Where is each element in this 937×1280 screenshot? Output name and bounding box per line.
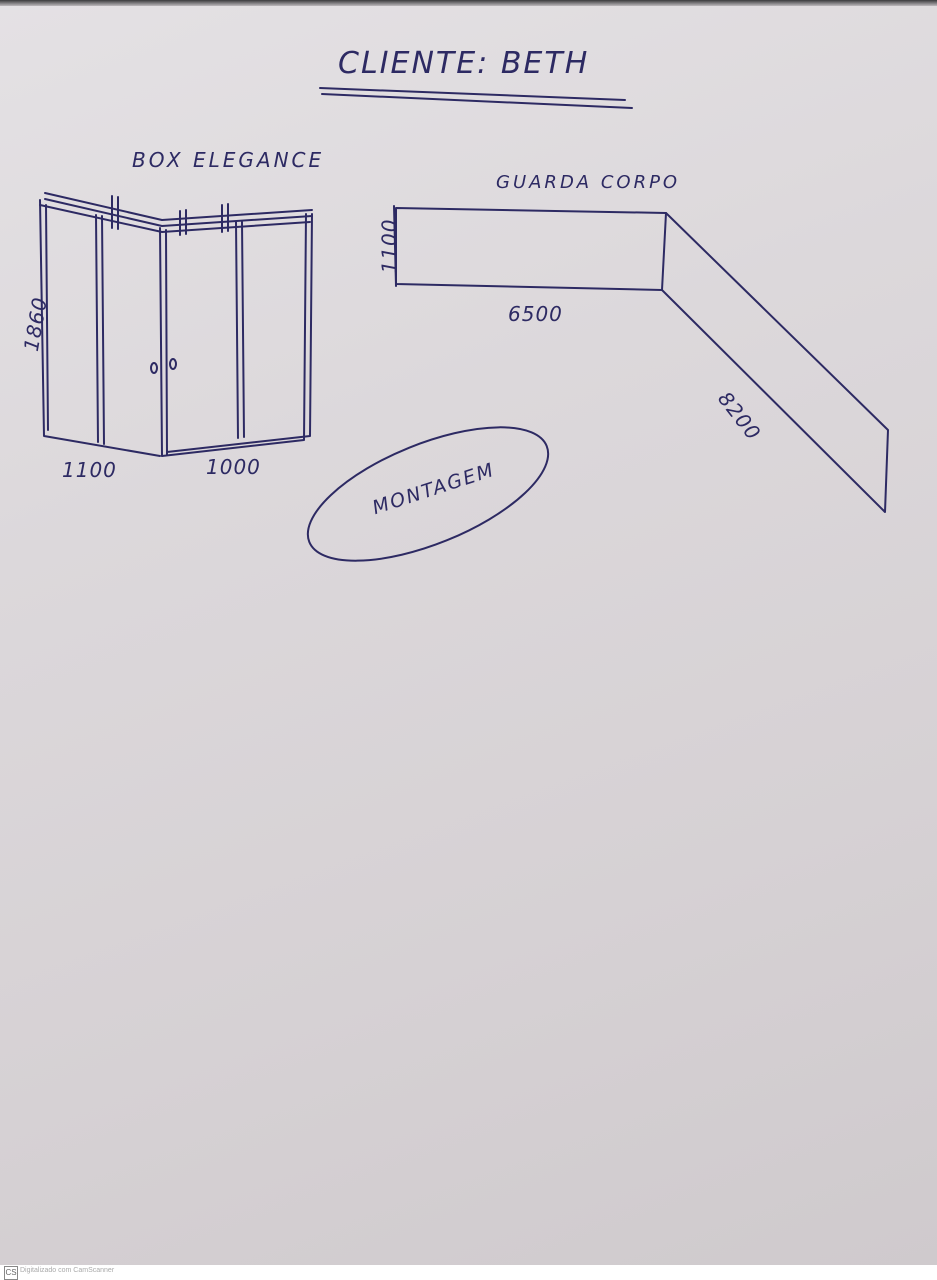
box-left-frame	[39, 199, 161, 457]
guarda-corpo-label: GUARDA CORPO	[496, 172, 681, 193]
box-corner-post	[159, 227, 163, 457]
rail-clip	[111, 195, 119, 230]
box-right-inner	[166, 213, 313, 453]
box-right-divider	[235, 221, 239, 439]
box-right-frame	[161, 213, 307, 457]
box-elegance-label: BOX ELEGANCE	[132, 148, 325, 172]
box-left-divider	[95, 214, 99, 443]
client-title: CLIENTE: BETH	[338, 46, 590, 81]
scanner-watermark-text: Digitalizado com CamScanner	[20, 1267, 115, 1274]
box-corner-post-2	[165, 229, 168, 456]
depth-tick	[393, 205, 397, 287]
door-handle	[169, 358, 177, 370]
box-top-rail	[44, 192, 313, 221]
rail-clip	[179, 209, 187, 236]
guarda-corpo-depth-dimension: 1100	[377, 218, 402, 274]
guarda-corpo-length1-dimension: 6500	[508, 302, 563, 326]
box-right-width-dimension: 1000	[206, 455, 261, 479]
scanner-footer	[0, 1265, 937, 1280]
title-underline-2	[321, 93, 633, 109]
box-top-rail-2	[44, 198, 313, 227]
box-top-rail-3	[39, 204, 311, 233]
paper-top-edge	[0, 0, 937, 6]
rail-clip	[221, 203, 229, 233]
box-left-divider-2	[101, 215, 105, 445]
title-underline	[319, 87, 626, 101]
camscanner-logo-icon: CS	[4, 1266, 18, 1280]
box-right-divider-2	[241, 221, 245, 438]
box-left-inner	[45, 204, 49, 431]
guarda-corpo-joint	[661, 212, 667, 291]
box-left-width-dimension: 1100	[62, 458, 117, 482]
montagem-ellipse	[306, 426, 550, 562]
door-handle	[150, 362, 158, 374]
